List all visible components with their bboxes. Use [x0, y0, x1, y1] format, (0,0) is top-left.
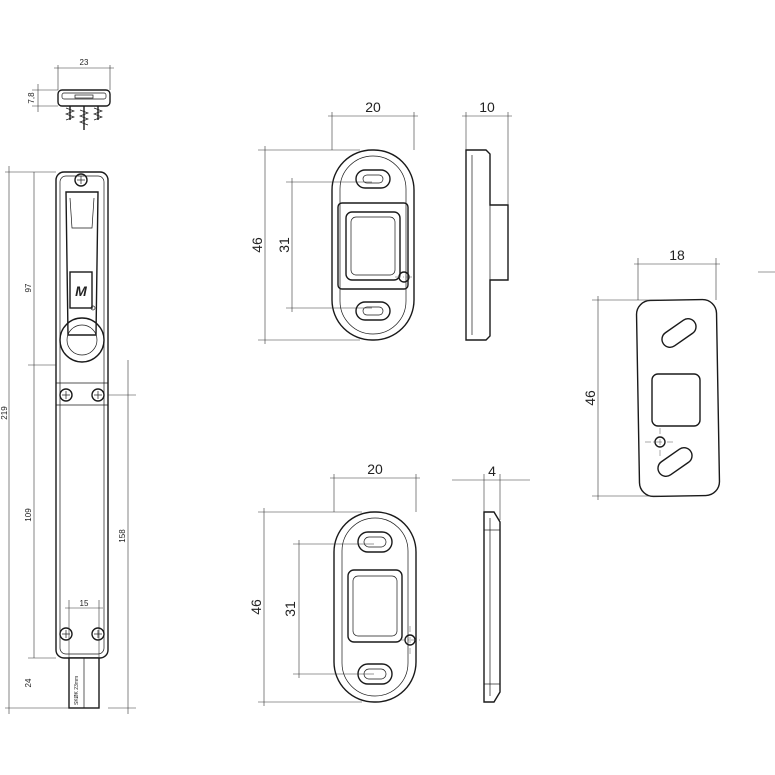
dim-upper: 97 — [24, 283, 33, 292]
dim-top-height: 7,8 — [27, 92, 36, 104]
keeper-2-front: 20 46 31 — [248, 461, 420, 706]
keeper-1-width: 20 — [365, 99, 381, 115]
dim-width: 15 — [80, 599, 89, 608]
bolt-top-view: 23 7,8 — [27, 58, 114, 130]
keeper-2-height: 46 — [248, 599, 264, 615]
keeper-2-side: 4 — [452, 463, 530, 703]
dim-top-width: 23 — [80, 58, 89, 67]
plate-width: 18 — [669, 247, 685, 263]
keeper-2-width: 20 — [367, 461, 383, 477]
logo-box — [69, 271, 93, 309]
keeper-1-side: 10 — [462, 99, 512, 341]
screw-icon — [59, 627, 73, 641]
keeper-1-front: 20 46 31 — [249, 99, 418, 344]
dim-lower: 109 — [24, 508, 33, 522]
screw-icon — [74, 173, 88, 187]
dim-mount: 158 — [118, 529, 127, 543]
keeper-1-height: 46 — [249, 237, 265, 253]
dim-total-length: 219 — [0, 406, 9, 420]
flat-plate: 18 46 — [582, 247, 775, 500]
lever-ring — [59, 317, 105, 363]
keeper-1-side-width: 10 — [479, 99, 495, 115]
logo-letters: M — [75, 283, 87, 299]
bolt-stamp: SKØK 23mm — [74, 676, 80, 705]
bolt-front-view: M SKØK 23mm — [0, 166, 136, 714]
screw-icon — [91, 388, 105, 402]
screw-icon — [91, 627, 105, 641]
keeper-1-inner: 31 — [276, 237, 292, 253]
dim-bolt: 24 — [24, 678, 33, 687]
keeper-2-side-width: 4 — [488, 463, 496, 479]
screw-icon — [59, 388, 73, 402]
plate-height: 46 — [582, 390, 598, 406]
keeper-2-inner: 31 — [282, 601, 298, 617]
